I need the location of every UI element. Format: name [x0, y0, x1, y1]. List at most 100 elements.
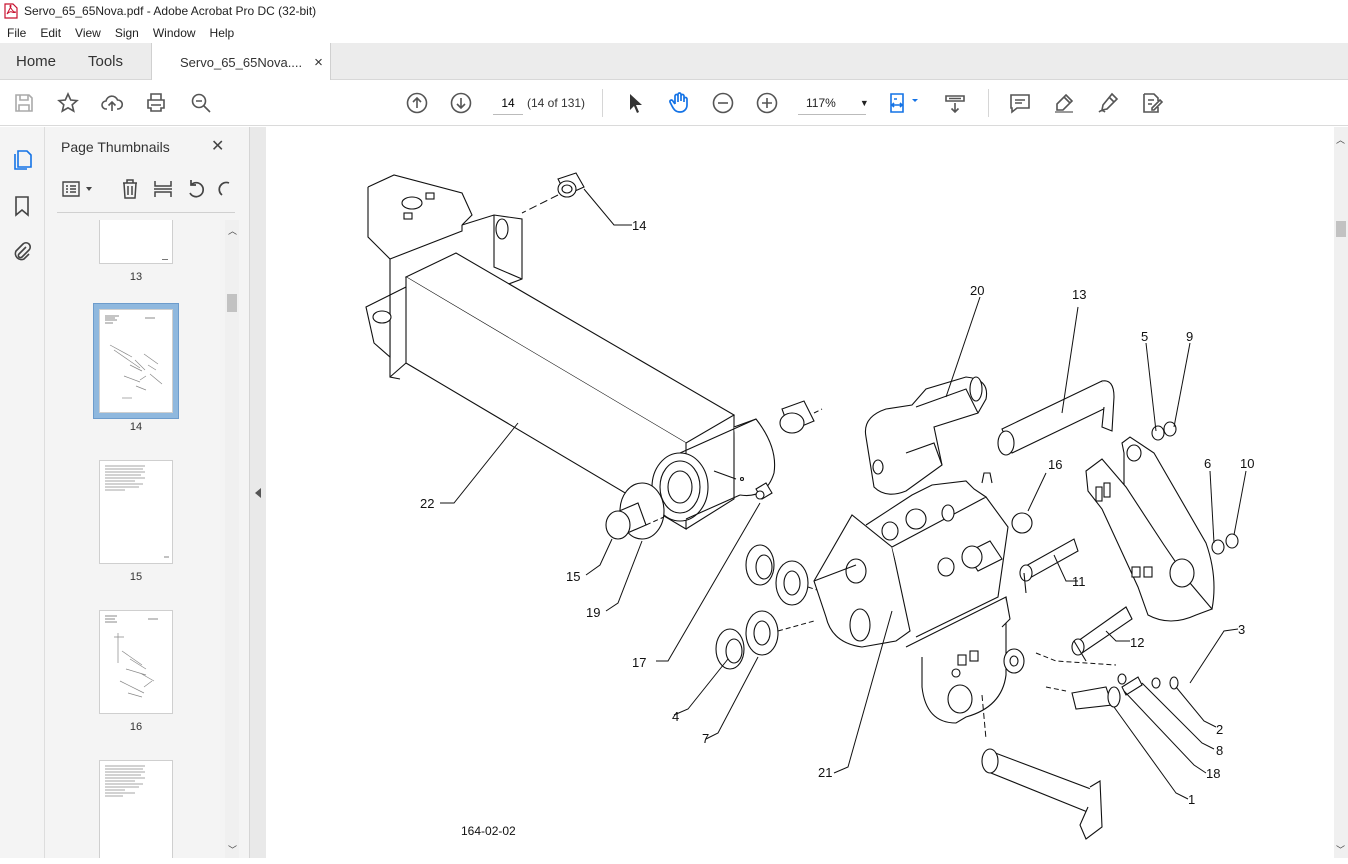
part-22-tube: [365, 174, 736, 530]
thumbnails-panel-title: Page Thumbnails: [61, 139, 170, 155]
part-14-bushing: [521, 172, 585, 214]
document-scroll-thumb[interactable]: [1336, 221, 1346, 237]
next-page-icon[interactable]: [449, 91, 473, 115]
scroll-up-chevron-icon[interactable]: ︿: [228, 226, 238, 236]
thumbnails-divider: [57, 212, 235, 213]
thumbnails-toolbar: [57, 177, 237, 201]
save-icon[interactable]: [12, 91, 36, 115]
callout-20: 20: [970, 283, 984, 298]
scroll-mode-icon[interactable]: [943, 91, 967, 115]
thumbnail-label-16: 16: [129, 721, 143, 733]
page-number-input[interactable]: [493, 91, 523, 115]
comment-icon[interactable]: [1008, 91, 1032, 115]
menu-bar: File Edit View Sign Window Help: [0, 22, 1348, 43]
thumbnail-preview-14: [105, 315, 163, 399]
callout-5: 5: [1141, 329, 1148, 344]
panel-splitter[interactable]: [250, 127, 266, 858]
tab-bar: Home Tools Servo_65_65Nova.... ×: [0, 43, 1348, 81]
thumbnails-scrollbar[interactable]: ︿ ﹀: [225, 220, 239, 858]
select-arrow-icon[interactable]: [623, 91, 647, 115]
collapse-panel-arrow-icon[interactable]: [254, 487, 262, 499]
callout-22: 22: [420, 496, 434, 511]
print-icon[interactable]: [144, 91, 168, 115]
zoom-in-icon[interactable]: [755, 91, 779, 115]
thumbnail-page-13[interactable]: [99, 220, 173, 264]
zoom-out-icon[interactable]: [711, 91, 735, 115]
thumbnail-preview-16: [105, 615, 158, 698]
part-16-bushing-upper: [779, 400, 823, 434]
window-title: Servo_65_65Nova.pdf - Adobe Acrobat Pro …: [24, 4, 317, 18]
callout-10: 10: [1240, 456, 1254, 471]
thumbnail-preview-17: [105, 765, 145, 797]
bolt-assembly: [1035, 652, 1179, 710]
document-scrollbar[interactable]: ︿ ﹀: [1334, 127, 1348, 858]
menu-sign[interactable]: Sign: [114, 25, 139, 40]
left-rail: [0, 127, 45, 858]
tab-tools[interactable]: Tools: [88, 53, 124, 70]
callout-8: 8: [1216, 743, 1223, 758]
page-thumbnails-icon[interactable]: [11, 149, 33, 171]
callout-19: 19: [586, 605, 600, 620]
part-1-long-pin: [981, 694, 1103, 840]
callout-15: 15: [566, 569, 580, 584]
thumbnail-page-14[interactable]: [99, 309, 173, 413]
delete-trash-icon[interactable]: [119, 178, 141, 200]
thumbnail-page-17[interactable]: [99, 760, 173, 858]
insert-page-icon[interactable]: [152, 178, 174, 200]
thumbnail-label-15: 15: [129, 571, 143, 583]
side-plate: [1085, 421, 1239, 622]
options-menu-icon[interactable]: [61, 179, 95, 199]
menu-file[interactable]: File: [7, 25, 27, 40]
previous-page-icon[interactable]: [405, 91, 429, 115]
callout-6: 6: [1204, 456, 1211, 471]
page-fit-icon[interactable]: [888, 91, 922, 115]
tab-close-icon[interactable]: ×: [314, 53, 323, 71]
callout-12: 12: [1130, 635, 1144, 650]
zoom-level-select[interactable]: 117% ▼: [798, 91, 869, 115]
menu-window[interactable]: Window: [152, 25, 196, 40]
callout-2: 2: [1216, 722, 1223, 737]
doc-scroll-down-chevron-icon[interactable]: ﹀: [1336, 845, 1346, 855]
acrobat-pdf-icon: [4, 3, 18, 19]
edit-pdf-icon[interactable]: [1140, 91, 1164, 115]
part-20-clevis: [864, 376, 988, 495]
menu-view[interactable]: View: [75, 25, 101, 40]
part-21-bracket: [813, 472, 1025, 724]
attachments-paperclip-icon[interactable]: [11, 241, 33, 263]
tab-home[interactable]: Home: [16, 53, 57, 70]
zoom-level-value: 117%: [806, 95, 836, 110]
callout-17: 17: [632, 655, 646, 670]
thumbnail-page-15[interactable]: [99, 460, 173, 564]
scroll-down-chevron-icon[interactable]: ﹀: [228, 845, 238, 855]
search-zoom-icon[interactable]: [189, 91, 213, 115]
menu-help[interactable]: Help: [209, 25, 235, 40]
callout-7: 7: [702, 731, 709, 746]
thumbnail-page-16[interactable]: [99, 610, 173, 714]
thumbnails-scroll-thumb[interactable]: [227, 294, 237, 312]
chevron-down-icon: ▼: [859, 97, 869, 108]
callout-1: 1: [1188, 792, 1195, 807]
callout-13: 13: [1072, 287, 1086, 302]
bookmarks-icon[interactable]: [11, 195, 33, 217]
bookmark-star-icon[interactable]: [56, 91, 80, 115]
part-12-pin: [1071, 606, 1133, 662]
exploded-parts-drawing: 14 20 13 5 9 16 6 10 22 11 15 19 12 3 17…: [365, 172, 1254, 840]
doc-scroll-up-chevron-icon[interactable]: ︿: [1336, 135, 1346, 145]
callout-18: 18: [1206, 766, 1220, 781]
rotate-right-icon[interactable]: [217, 178, 231, 200]
fill-sign-pen-icon[interactable]: [1096, 91, 1120, 115]
hand-tool-icon[interactable]: [667, 91, 691, 115]
callout-21: 21: [818, 765, 832, 780]
callout-9: 9: [1186, 329, 1193, 344]
tab-document[interactable]: Servo_65_65Nova.... ×: [151, 43, 331, 81]
close-icon[interactable]: ✕: [211, 138, 225, 155]
part-13-pin: [997, 380, 1115, 456]
menu-edit[interactable]: Edit: [40, 25, 62, 40]
title-bar: Servo_65_65Nova.pdf - Adobe Acrobat Pro …: [0, 0, 1348, 22]
thumbnail-preview-15: [105, 465, 169, 558]
upload-cloud-icon[interactable]: [100, 91, 124, 115]
tab-document-label: Servo_65_65Nova....: [180, 54, 303, 70]
rotate-left-icon[interactable]: [185, 178, 207, 200]
highlight-pen-icon[interactable]: [1052, 91, 1076, 115]
callout-3: 3: [1238, 622, 1245, 637]
